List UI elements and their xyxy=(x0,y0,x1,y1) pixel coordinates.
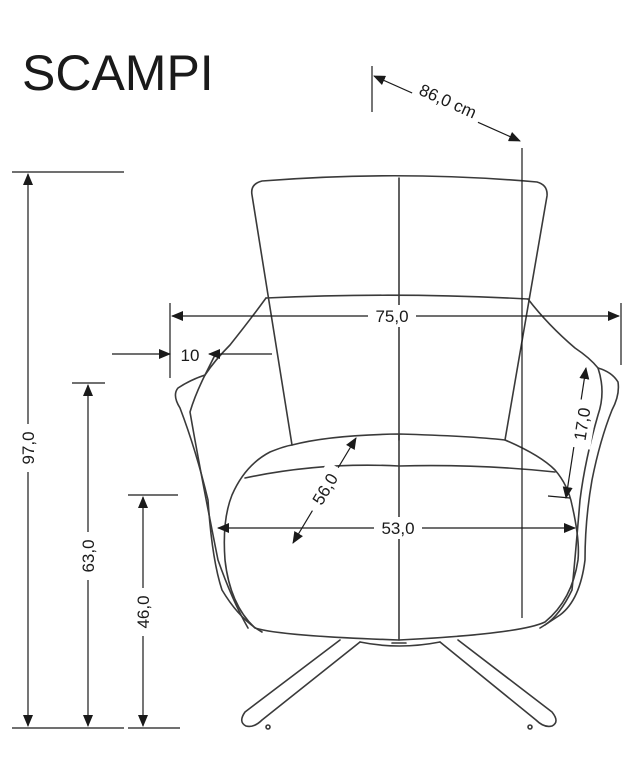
armrest-offset-label: 10 xyxy=(181,346,200,365)
armrest-height-tick-bottom xyxy=(547,495,571,499)
left-armrest-inner xyxy=(189,374,249,629)
seat-inner-line xyxy=(244,464,556,479)
foot-right xyxy=(527,724,533,730)
right-armrest xyxy=(527,298,620,629)
product-title: SCAMPI xyxy=(22,45,214,101)
armrest-height-label: 17,0 xyxy=(571,406,595,442)
backrest xyxy=(250,174,548,446)
foot-left xyxy=(265,724,271,730)
width-label: 75,0 xyxy=(375,307,408,326)
seat-cushion xyxy=(223,433,580,641)
right-armrest-inner xyxy=(544,367,603,626)
left-arm-to-back xyxy=(204,354,216,376)
left-armrest xyxy=(174,297,267,633)
seat-height-label: 46,0 xyxy=(134,595,153,628)
leg-right xyxy=(439,639,557,728)
seat-width-label: 53,0 xyxy=(381,519,414,538)
total-height-label: 97,0 xyxy=(19,431,38,464)
leg-left xyxy=(240,639,361,728)
backrest-horizontal-seam xyxy=(265,294,529,300)
chair-outline xyxy=(174,174,620,730)
base-plate xyxy=(359,641,441,647)
arm-floor-height-label: 63,0 xyxy=(79,539,98,572)
